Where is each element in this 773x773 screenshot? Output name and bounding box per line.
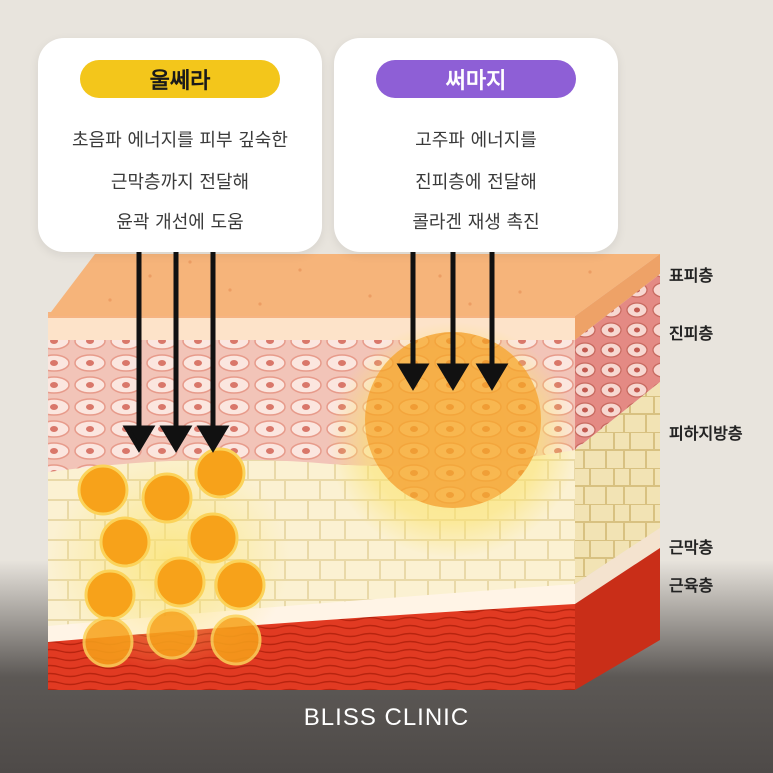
label-subcutaneous-fat: 피하지방층 xyxy=(669,424,743,443)
ulthera-energy-dots xyxy=(77,447,266,668)
epidermis-side-face xyxy=(575,254,660,340)
fascia-side-face xyxy=(575,528,660,604)
ulthera-desc-line-3: 윤곽 개선에 도움 xyxy=(116,212,244,233)
label-epidermis: 표피층 xyxy=(669,266,714,285)
thermage-card: 써마지 고주파 에너지를 진피층에 전달해 콜라겐 재생 촉진 xyxy=(334,38,618,252)
muscle-side-face xyxy=(575,548,660,690)
label-muscle: 근육층 xyxy=(669,576,714,595)
thermage-desc-line-2: 진피층에 전달해 xyxy=(415,172,537,193)
epidermis-top-face xyxy=(48,254,660,316)
label-dermis: 진피층 xyxy=(669,324,714,343)
thermage-title: 써마지 xyxy=(445,69,507,94)
arrows xyxy=(122,252,509,453)
ulthera-card: 울쎄라 초음파 에너지를 피부 깊숙한 근막층까지 전달해 윤곽 개선에 도움 xyxy=(38,38,322,252)
thermage-title-pill: 써마지 xyxy=(376,60,576,98)
dermis-side-face xyxy=(575,274,660,450)
label-fascia: 근막층 xyxy=(669,538,714,557)
ulthera-desc-line-1: 초음파 에너지를 피부 깊숙한 xyxy=(72,130,288,151)
fat-side-face xyxy=(575,382,660,584)
thermage-desc-line-1: 고주파 에너지를 xyxy=(415,130,537,151)
brand-logo-text: BLISS CLINIC xyxy=(303,704,470,731)
ulthera-desc-line-2: 근막층까지 전달해 xyxy=(110,172,250,193)
ulthera-title-pill: 울쎄라 xyxy=(80,60,280,98)
thermage-desc-line-3: 콜라겐 재생 촉진 xyxy=(412,212,540,233)
ulthera-title: 울쎄라 xyxy=(149,69,211,94)
